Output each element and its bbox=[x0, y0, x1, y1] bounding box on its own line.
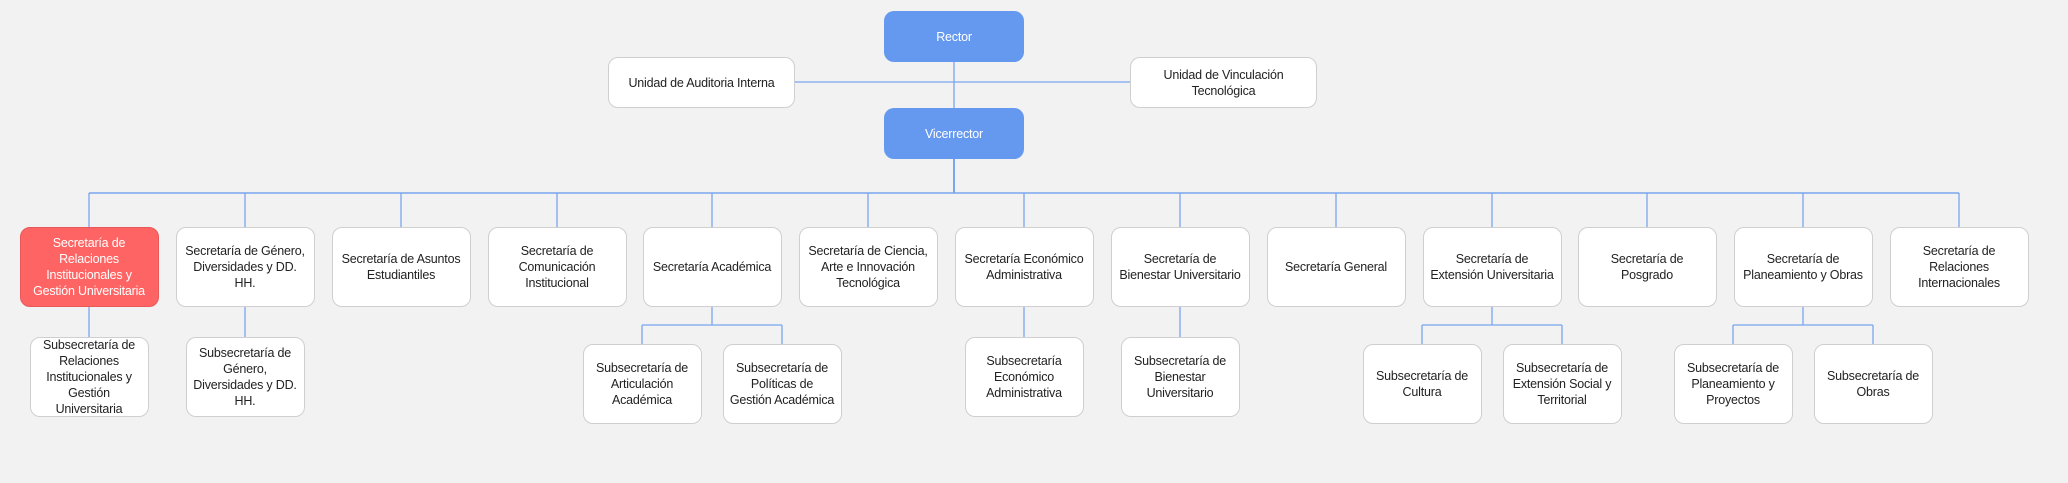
node-secretaria[interactable]: Secretaría General bbox=[1266, 227, 1406, 307]
node-unidad-auditoria-interna[interactable]: Unidad de Auditoria Interna bbox=[608, 57, 795, 108]
node-subsecretaria[interactable]: Subsecretaría de Extensión Social y Terr… bbox=[1502, 344, 1622, 424]
node-secretaria[interactable]: Secretaría de Comunicación Institucional bbox=[487, 227, 627, 307]
node-secretaria[interactable]: Secretaría de Relaciones Institucionales… bbox=[19, 227, 159, 307]
node-secretaria[interactable]: Secretaría de Planeamiento y Obras bbox=[1733, 227, 1873, 307]
node-subsecretaria[interactable]: Subsecretaría de Políticas de Gestión Ac… bbox=[722, 344, 842, 424]
node-secretaria[interactable]: Secretaría de Bienestar Universitario bbox=[1110, 227, 1250, 307]
node-subsecretaria[interactable]: Subsecretaría de Cultura bbox=[1362, 344, 1482, 424]
node-secretaria[interactable]: Secretaría de Extensión Universitaria bbox=[1422, 227, 1562, 307]
node-secretaria[interactable]: Secretaría de Relaciones Internacionales bbox=[1889, 227, 2029, 307]
node-subsecretaria[interactable]: Subsecretaría de Género, Diversidades y … bbox=[185, 337, 305, 417]
node-secretaria[interactable]: Secretaría de Ciencia, Arte e Innovación… bbox=[798, 227, 938, 307]
node-rector[interactable]: Rector bbox=[884, 11, 1024, 62]
node-secretaria[interactable]: Secretaría de Asuntos Estudiantiles bbox=[331, 227, 471, 307]
node-secretaria[interactable]: Secretaría de Género, Diversidades y DD.… bbox=[175, 227, 315, 307]
node-subsecretaria[interactable]: Subsecretaría de Relaciones Instituciona… bbox=[29, 337, 149, 417]
node-subsecretaria[interactable]: Subsecretaría Económico Administrativa bbox=[964, 337, 1084, 417]
node-secretaria[interactable]: Secretaría de Posgrado bbox=[1577, 227, 1717, 307]
node-secretaria[interactable]: Secretaría Académica bbox=[642, 227, 782, 307]
node-unidad-vinculacion-tecnologica[interactable]: Unidad de Vinculación Tecnológica bbox=[1130, 57, 1317, 108]
node-subsecretaria[interactable]: Subsecretaría de Planeamiento y Proyecto… bbox=[1673, 344, 1793, 424]
node-subsecretaria[interactable]: Subsecretaría de Articulación Académica bbox=[582, 344, 702, 424]
node-secretaria[interactable]: Secretaría Económico Administrativa bbox=[954, 227, 1094, 307]
node-subsecretaria[interactable]: Subsecretaría de Obras bbox=[1813, 344, 1933, 424]
node-subsecretaria[interactable]: Subsecretaría de Bienestar Universitario bbox=[1120, 337, 1240, 417]
node-vicerrector[interactable]: Vicerrector bbox=[884, 108, 1024, 159]
